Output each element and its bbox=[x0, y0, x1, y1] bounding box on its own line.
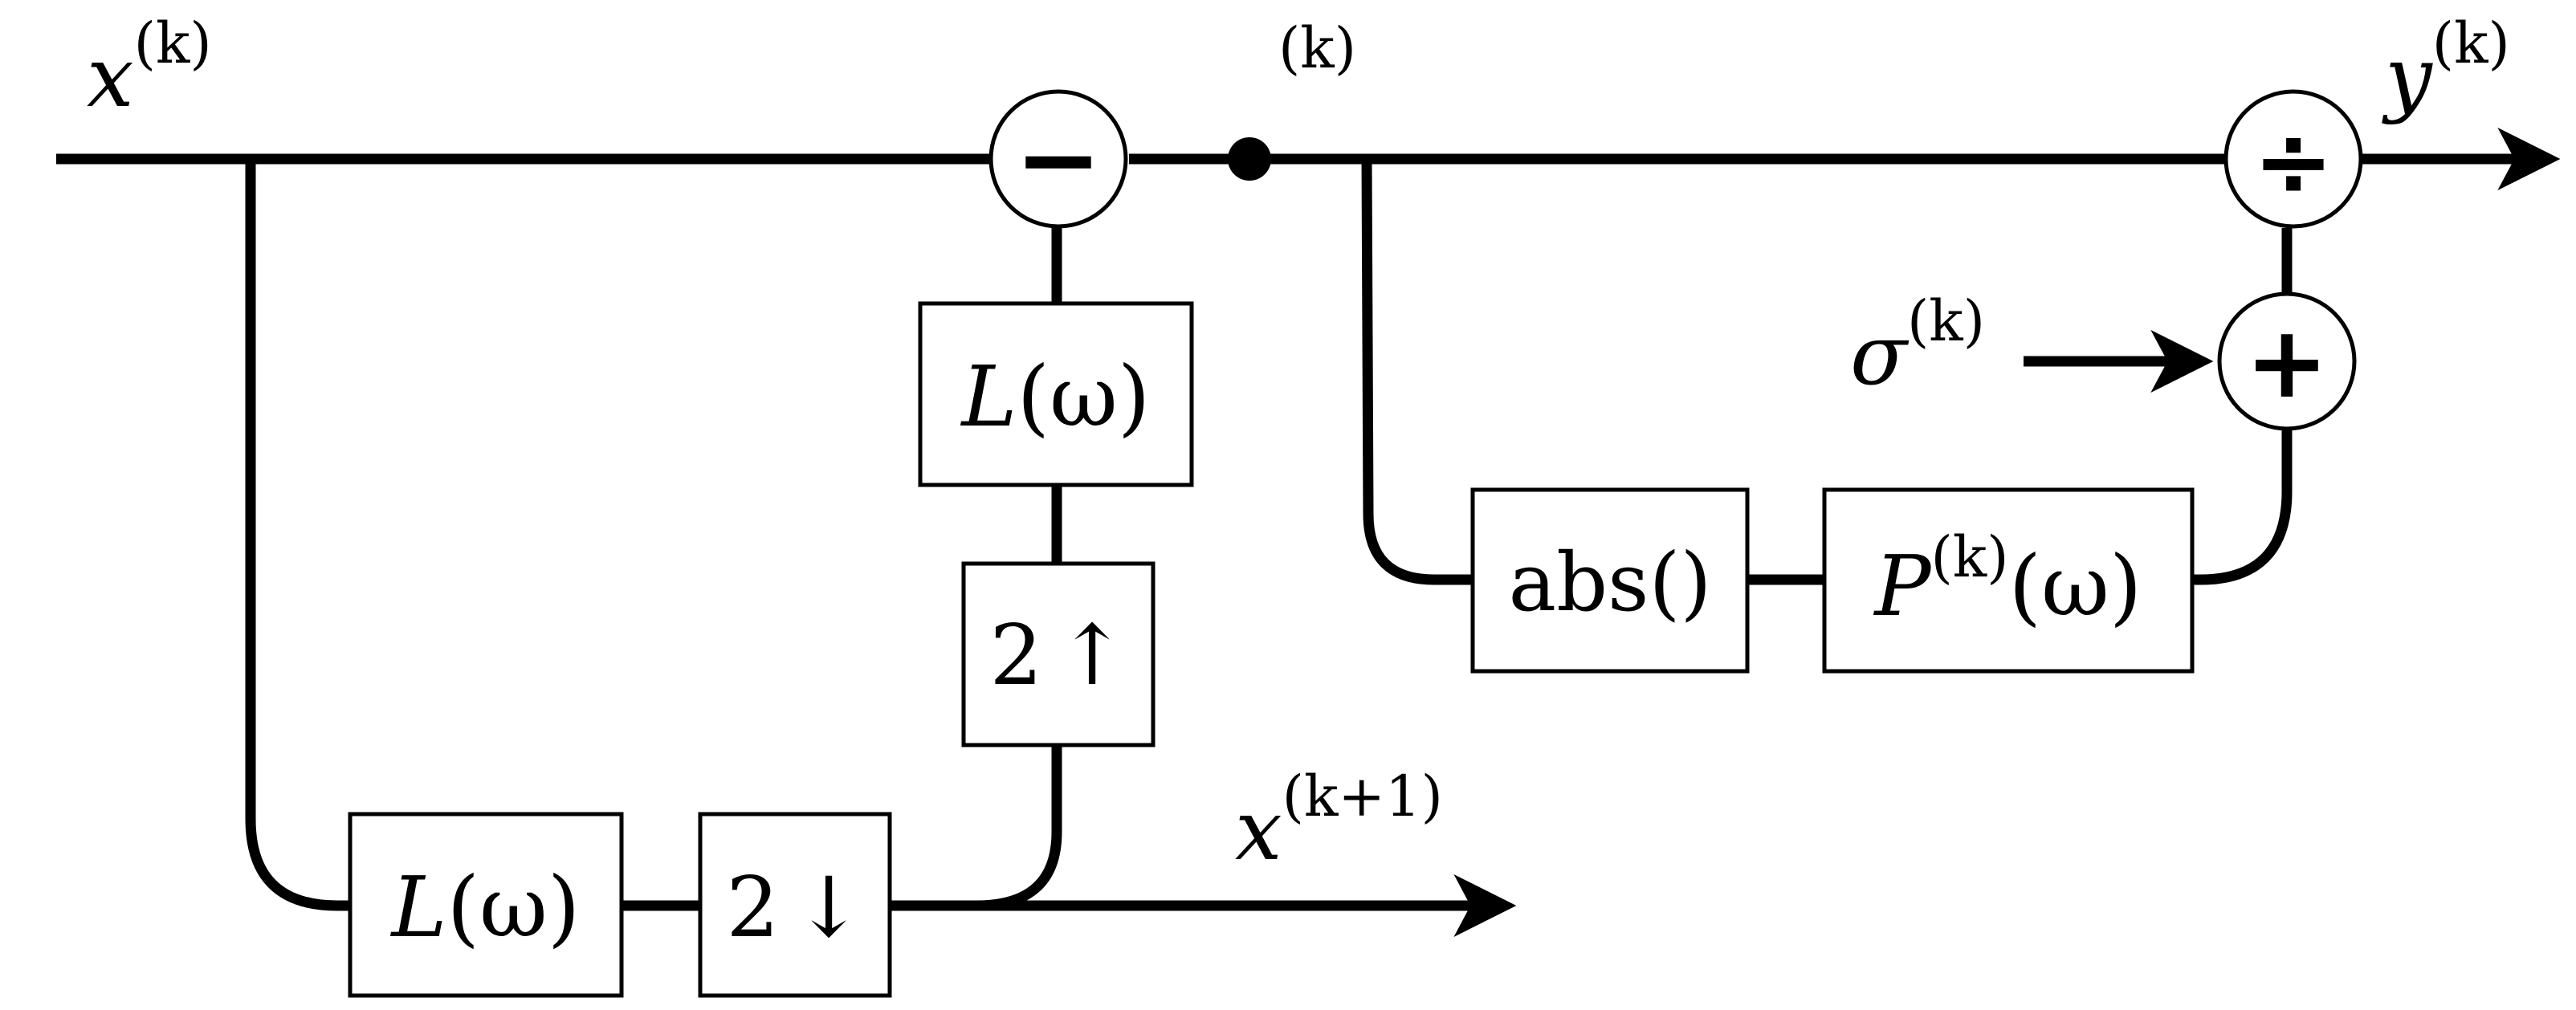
upsample-block: 2↑ bbox=[961, 561, 1156, 747]
output-label-base: y bbox=[2382, 28, 2433, 126]
wire-up-branch bbox=[976, 745, 1062, 911]
downsample-factor: 2 bbox=[726, 858, 779, 956]
next-level-label-superscript: (k+1) bbox=[1282, 764, 1443, 829]
svg-text:L(ω): L(ω) bbox=[960, 348, 1150, 446]
wire-tap-to-abs bbox=[1361, 158, 1473, 585]
p-filter-block: P(k)(ω) bbox=[1822, 487, 2195, 674]
abs-block: abs() bbox=[1470, 487, 1750, 674]
lowpass-top-symbol: L bbox=[960, 348, 1017, 446]
lowpass-bottom-arg: (ω) bbox=[447, 858, 581, 956]
junction-dot bbox=[1228, 137, 1271, 181]
lowpass-bottom-block: L(ω) bbox=[348, 812, 624, 998]
lowpass-top-arg: (ω) bbox=[1017, 348, 1151, 446]
svg-text:2↓: 2↓ bbox=[726, 858, 863, 956]
wires bbox=[56, 128, 2561, 937]
up-arrow-icon: ↑ bbox=[1058, 606, 1127, 704]
subtract-node: − bbox=[988, 89, 1128, 229]
subtract-symbol: − bbox=[1015, 98, 1103, 220]
lowpass-bottom-symbol: L bbox=[389, 858, 446, 956]
upsample-factor: 2 bbox=[989, 606, 1042, 704]
svg-text:P(k)(ω): P(k)(ω) bbox=[1873, 524, 2142, 635]
down-arrow-icon: ↓ bbox=[794, 858, 864, 956]
wire-input-branch bbox=[245, 159, 350, 911]
output-label: y(k) bbox=[2382, 10, 2510, 126]
input-label: x(k) bbox=[87, 10, 212, 126]
svg-text:L(ω): L(ω) bbox=[389, 858, 580, 956]
add-node: + bbox=[2217, 291, 2357, 431]
sigma-label-base: σ bbox=[1850, 306, 1910, 404]
divide-node: ÷ bbox=[2223, 89, 2363, 229]
abs-label: abs() bbox=[1509, 536, 1712, 629]
input-label-superscript: (k) bbox=[134, 10, 212, 76]
p-filter-arg: (ω) bbox=[2009, 537, 2142, 635]
p-filter-symbol: P bbox=[1873, 537, 1933, 635]
lowpass-top-block: L(ω) bbox=[918, 301, 1194, 487]
p-filter-superscript: (k) bbox=[1930, 524, 2008, 590]
tap-node-label: (k) bbox=[1278, 15, 1356, 81]
input-label-base: x bbox=[87, 28, 134, 126]
next-level-label-base: x bbox=[1235, 781, 1282, 879]
add-symbol: + bbox=[2245, 305, 2329, 421]
next-level-label: x(k+1) bbox=[1235, 764, 1443, 879]
svg-text:2↑: 2↑ bbox=[989, 606, 1127, 704]
output-label-superscript: (k) bbox=[2432, 10, 2510, 76]
sigma-label: σ(k) bbox=[1850, 288, 1985, 404]
wire-p-to-add bbox=[2192, 429, 2293, 585]
divide-symbol: ÷ bbox=[2253, 107, 2334, 218]
downsample-block: 2↓ bbox=[698, 812, 892, 998]
sigma-label-superscript: (k) bbox=[1907, 288, 1985, 354]
